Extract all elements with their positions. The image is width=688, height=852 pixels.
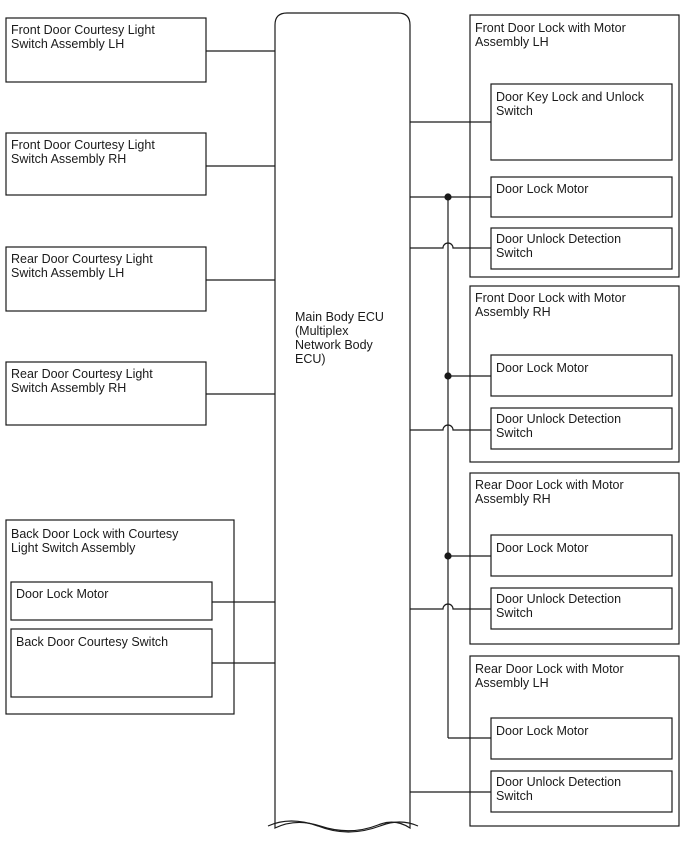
svg-text:Door Lock Motor: Door Lock Motor (496, 541, 588, 555)
junction-dot (444, 193, 452, 201)
svg-text:Door Lock Motor: Door Lock Motor (16, 587, 108, 601)
svg-text:Door Lock Motor: Door Lock Motor (496, 724, 588, 738)
back-door-lock-motor: Door Lock Motor (10, 581, 213, 621)
junction-dot (444, 552, 452, 560)
left-wires (206, 50, 275, 664)
ecu-label: Main Body ECU (Multiplex Network Body EC… (295, 310, 387, 366)
svg-text:Door Lock Motor: Door Lock Motor (496, 361, 588, 375)
right-wires (410, 121, 491, 793)
front-lh-door-lock-motor: Door Lock Motor (490, 176, 673, 218)
main-body-ecu: Main Body ECU (Multiplex Network Body EC… (267, 12, 419, 833)
rear-rh-door-lock-motor: Door Lock Motor (490, 534, 673, 577)
rear-lh-door-lock-motor: Door Lock Motor (490, 717, 673, 760)
front-rh-door-lock-motor: Door Lock Motor (490, 354, 673, 397)
svg-text:Back Door Courtesy Switch: Back Door Courtesy Switch (16, 635, 168, 649)
svg-text:Door Lock Motor: Door Lock Motor (496, 182, 588, 196)
junction-dot (444, 372, 452, 380)
back-door-courtesy-switch: Back Door Courtesy Switch (10, 628, 213, 698)
